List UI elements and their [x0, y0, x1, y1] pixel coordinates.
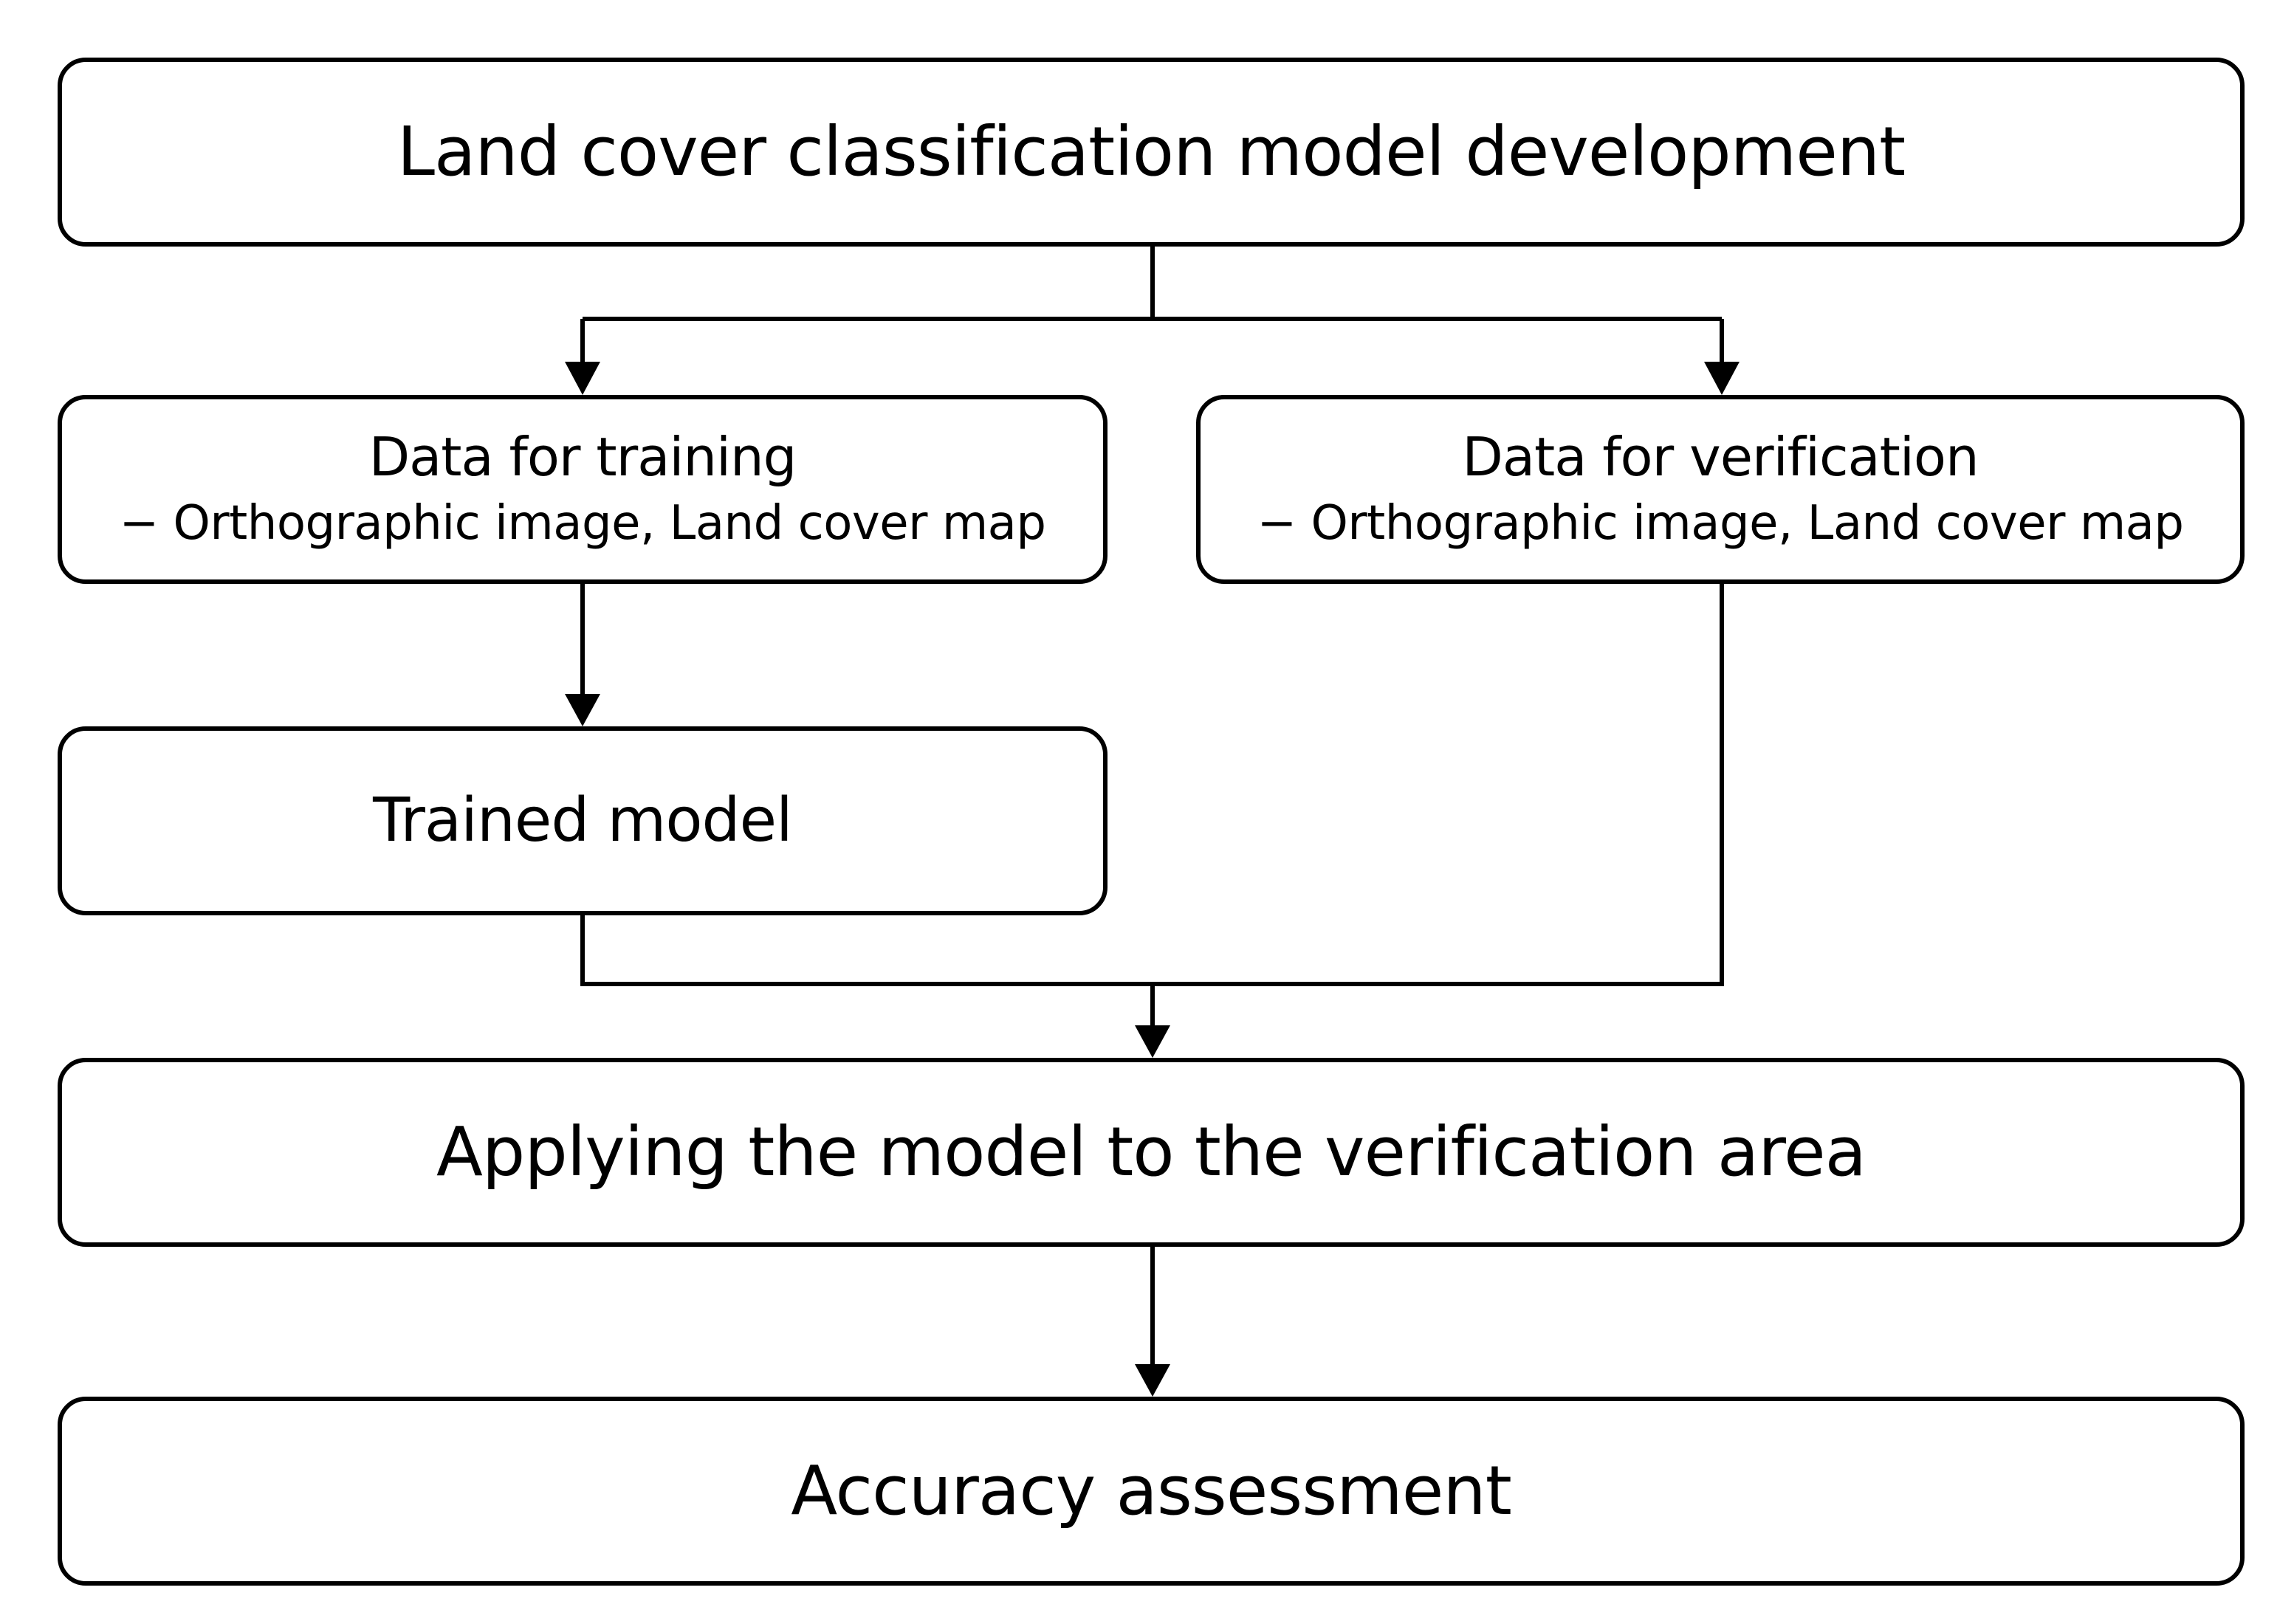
node-data-for-training-subtitle: − Orthographic image, Land cover map	[119, 495, 1047, 551]
node-apply-model-label: Applying the model to the verification a…	[436, 1112, 1867, 1192]
arrowhead-to-accuracy	[1135, 1364, 1170, 1397]
node-accuracy-assessment-label: Accuracy assessment	[791, 1451, 1512, 1531]
edge-merge-to-apply	[580, 584, 1724, 1058]
node-data-for-verification-subtitle: − Orthographic image, Land cover map	[1257, 495, 2185, 551]
edge-apply-to-accuracy	[1135, 1247, 1170, 1397]
node-data-for-training: Data for training − Orthographic image, …	[58, 395, 1107, 584]
node-trained-model: Trained model	[58, 726, 1107, 915]
edge-development-to-data-boxes	[565, 247, 1740, 395]
arrowhead-to-verification	[1704, 362, 1740, 395]
node-data-for-training-title: Data for training	[368, 425, 797, 488]
node-data-for-verification: Data for verification − Orthographic ima…	[1196, 395, 2245, 584]
node-data-for-verification-title: Data for verification	[1462, 425, 1979, 488]
arrowhead-to-training	[565, 362, 600, 395]
node-accuracy-assessment: Accuracy assessment	[58, 1397, 2245, 1586]
edge-training-to-trained-model	[565, 584, 600, 726]
node-trained-model-label: Trained model	[373, 785, 793, 856]
node-apply-model: Applying the model to the verification a…	[58, 1058, 2245, 1247]
arrowhead-to-apply	[1135, 1025, 1170, 1058]
node-model-development-label: Land cover classification model developm…	[396, 112, 1906, 192]
node-model-development: Land cover classification model developm…	[58, 58, 2245, 247]
arrowhead-to-trained-model	[565, 694, 600, 726]
